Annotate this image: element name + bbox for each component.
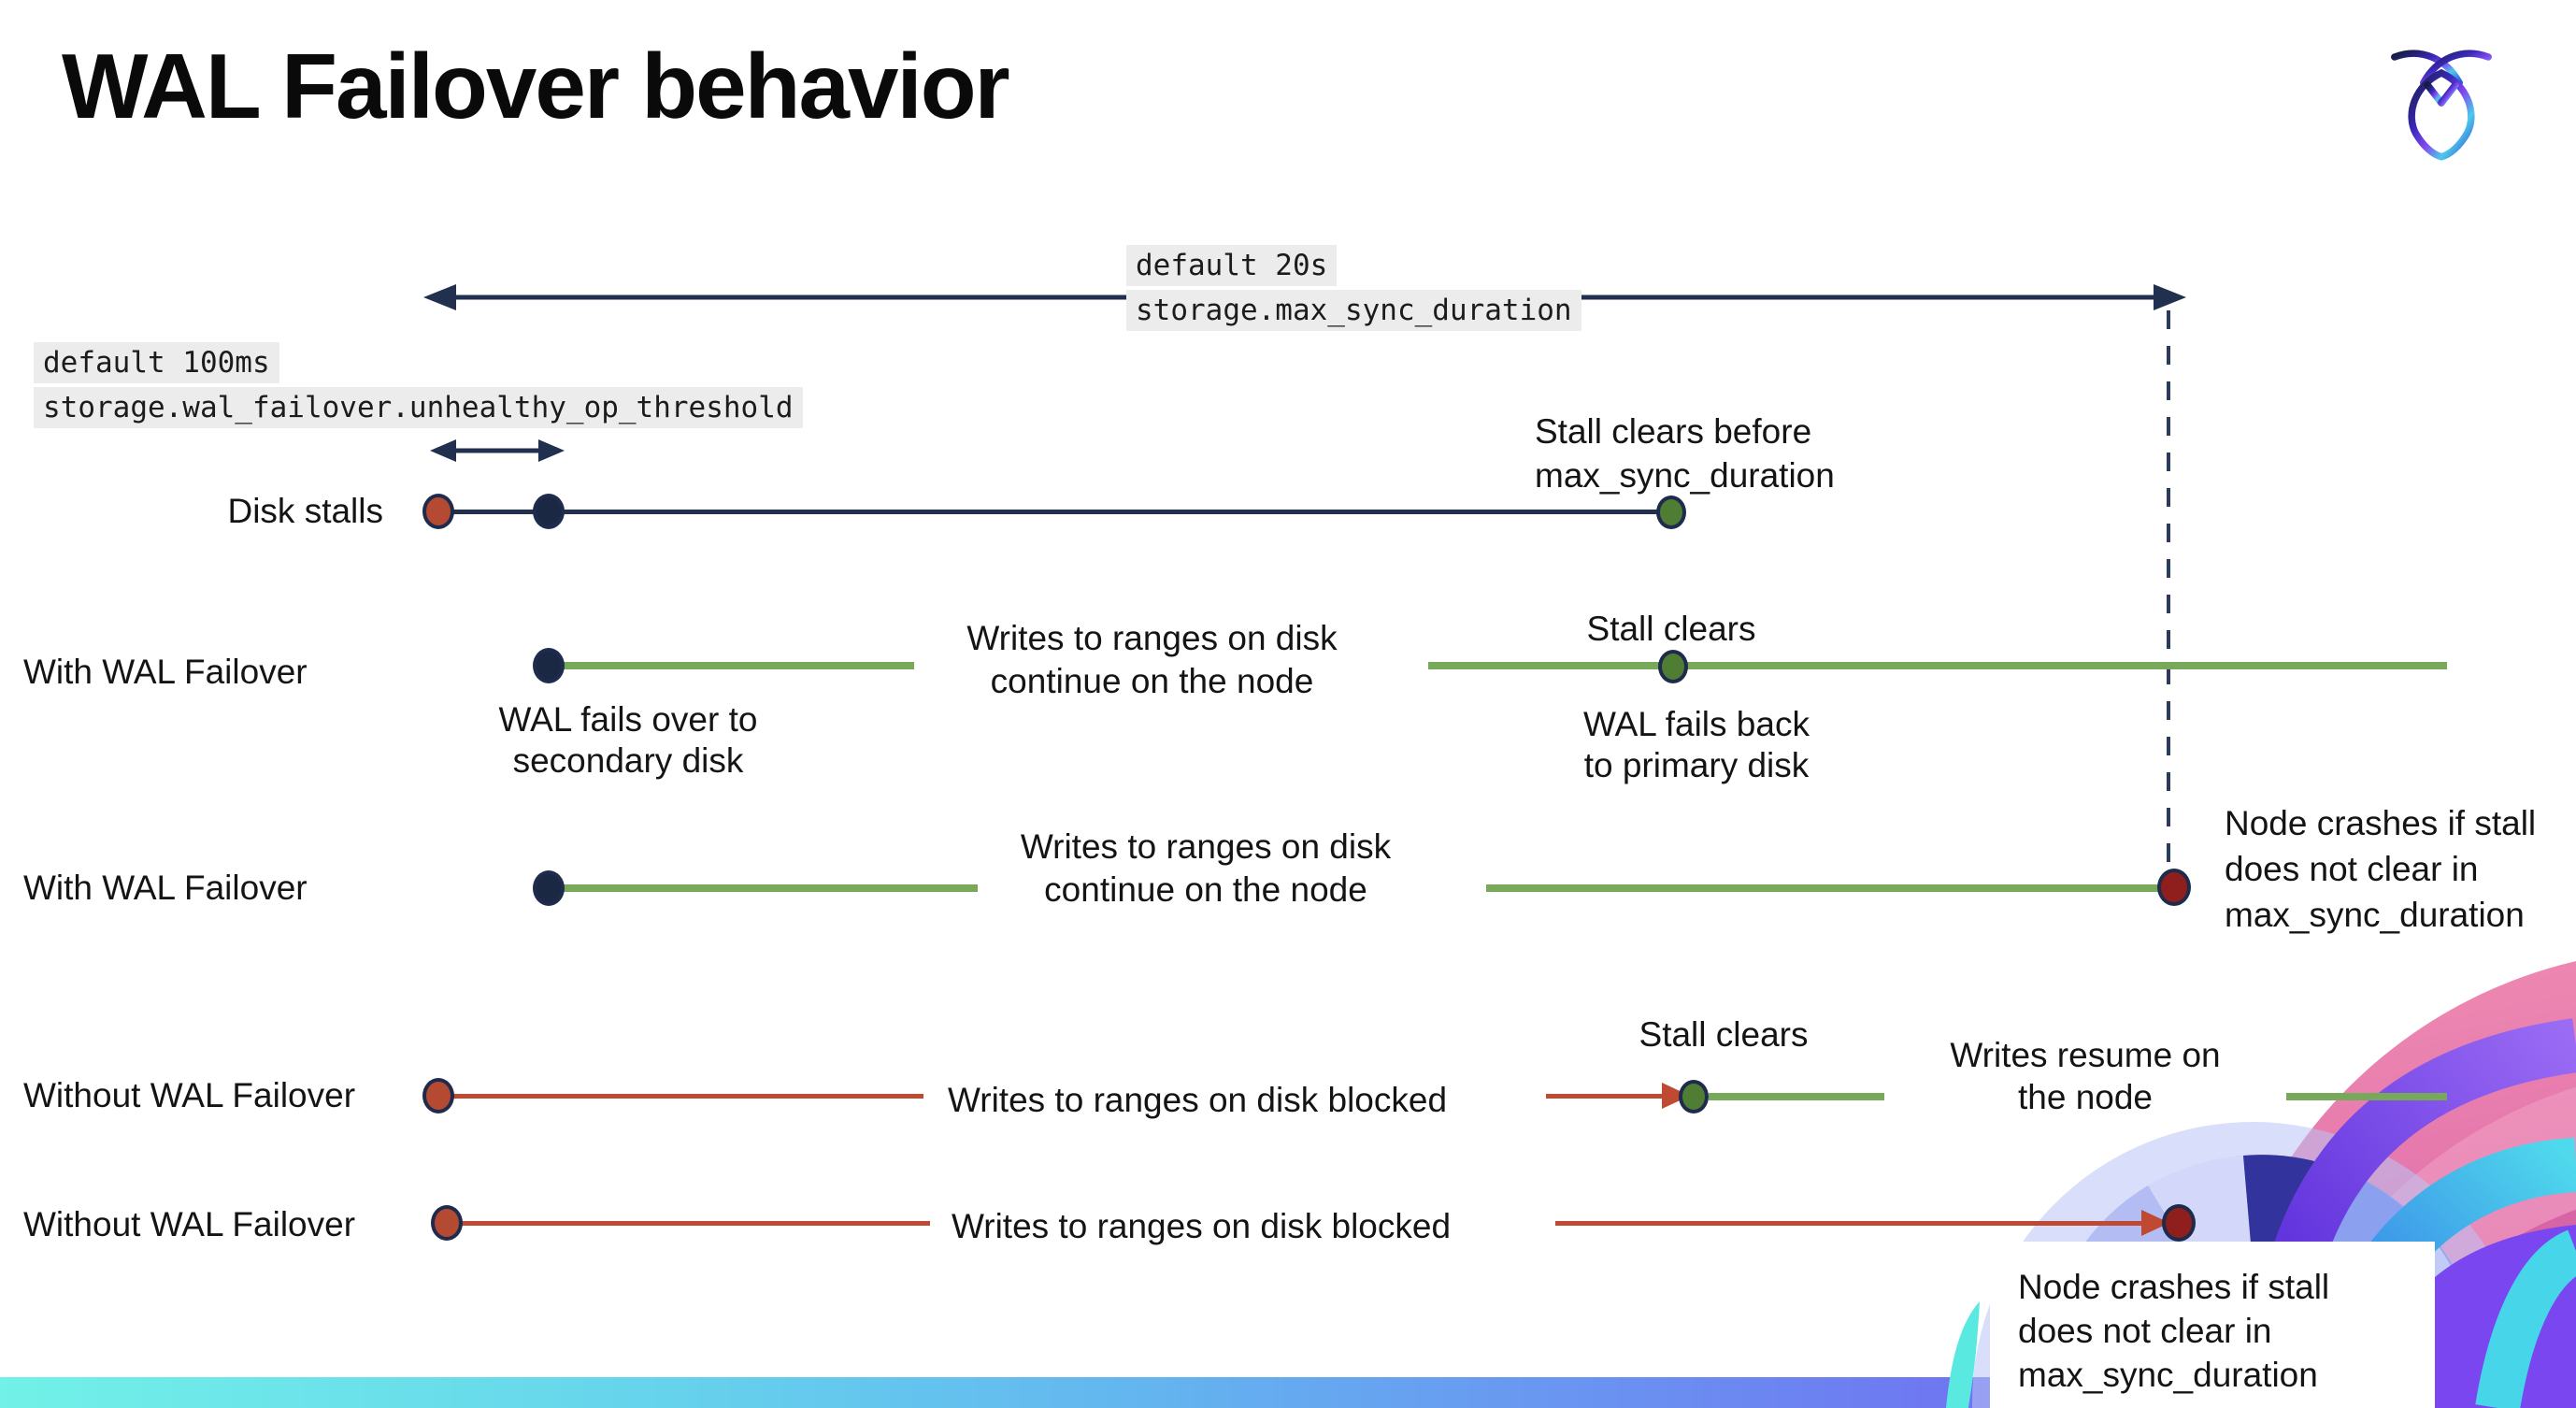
note-line: does not clear in [2225, 850, 2479, 888]
row-label-with-wal-failover-2: With WAL Failover [23, 869, 308, 907]
stall-clear-dot [1656, 496, 1686, 529]
node-crash-note: Node crashes if stall does not clear in … [2225, 800, 2536, 938]
note-line: the node [2017, 1078, 2154, 1116]
note-line: WAL fails over to [498, 700, 758, 739]
disk-stalls-timeline [438, 510, 1671, 514]
note-line: max_sync_duration [1535, 456, 1835, 495]
cockroachdb-logo-icon [2391, 50, 2492, 161]
row4-green-segment [1709, 1093, 1884, 1100]
row4-red-segment [1546, 1094, 1664, 1099]
row-label-with-wal-failover-1: With WAL Failover [23, 653, 308, 691]
note-line: Writes resume on [1950, 1036, 2221, 1074]
row4-red-segment [438, 1094, 923, 1099]
unhealthy-setting-label: storage.wal_failover.unhealthy_op_thresh… [34, 387, 803, 428]
writes-continue-note: Writes to ranges on disk continue on the… [995, 826, 1416, 912]
note-line: Node crashes if stall [2018, 1268, 2330, 1306]
stall-clears-before-note: Stall clears before max_sync_duration [1535, 409, 1835, 497]
crash-dot [2162, 1204, 2196, 1242]
unhealthy-threshold-span-arrow [430, 439, 565, 462]
note-line: max_sync_duration [2018, 1356, 2318, 1394]
note-line: continue on the node [1044, 870, 1367, 909]
row4-green-segment [2286, 1093, 2447, 1100]
stall-start-dot [422, 494, 454, 529]
stall-clears-note: Stall clears [1639, 1015, 1809, 1054]
note-line: Node crashes if stall [2225, 804, 2537, 842]
stall-clear-dot [1679, 1080, 1709, 1113]
note-line: Writes to ranges on disk [966, 619, 1338, 657]
stall-clears-note: Stall clears [1586, 610, 1756, 648]
threshold-dot [533, 494, 565, 529]
row3-green-segment [561, 884, 978, 892]
note-line: to primary disk [1583, 746, 1810, 784]
failover-dot [533, 870, 565, 906]
dashed-connector [2167, 310, 2170, 868]
note-line: secondary disk [512, 741, 744, 780]
page-title: WAL Failover behavior [62, 35, 1010, 137]
row-label-without-wal-failover-1: Without WAL Failover [23, 1076, 356, 1114]
stall-clear-dot [1658, 650, 1688, 683]
row-label-without-wal-failover-2: Without WAL Failover [23, 1205, 356, 1243]
wal-fails-back-note: WAL fails back to primary disk [1542, 704, 1851, 786]
crash-dot [2157, 869, 2191, 906]
writes-blocked-note: Writes to ranges on disk blocked [948, 1081, 1448, 1119]
row2-green-segment [1428, 662, 2447, 669]
stall-start-dot [422, 1078, 454, 1113]
writes-blocked-note: Writes to ranges on disk blocked [952, 1207, 1452, 1245]
writes-resume-note: Writes resume on the node [1922, 1034, 2249, 1118]
note-line: max_sync_duration [2225, 896, 2525, 934]
node-crash-note: Node crashes if stall does not clear in … [2018, 1265, 2329, 1397]
writes-continue-note: Writes to ranges on disk continue on the… [944, 617, 1360, 703]
note-line: Writes to ranges on disk [1020, 827, 1392, 866]
row5-red-segment [447, 1221, 930, 1226]
stall-start-dot [431, 1205, 463, 1241]
max-sync-setting-label: storage.max_sync_duration [1126, 290, 1581, 331]
wal-fails-over-note: WAL fails over to secondary disk [479, 699, 778, 782]
max-sync-default-label: default 20s [1126, 245, 1338, 286]
note-line: Stall clears before [1535, 412, 1812, 451]
row3-green-segment [1486, 884, 2161, 892]
row2-green-segment [561, 662, 914, 669]
failover-dot [533, 648, 565, 683]
row-label-disk-stalls: Disk stalls [227, 492, 383, 530]
note-line: does not clear in [2018, 1312, 2272, 1350]
row5-red-segment [1555, 1221, 2143, 1226]
note-line: continue on the node [990, 662, 1314, 700]
unhealthy-default-label: default 100ms [34, 342, 279, 383]
node-crash-note-box: Node crashes if stall does not clear in … [1990, 1242, 2435, 1408]
note-line: WAL fails back [1583, 705, 1810, 743]
